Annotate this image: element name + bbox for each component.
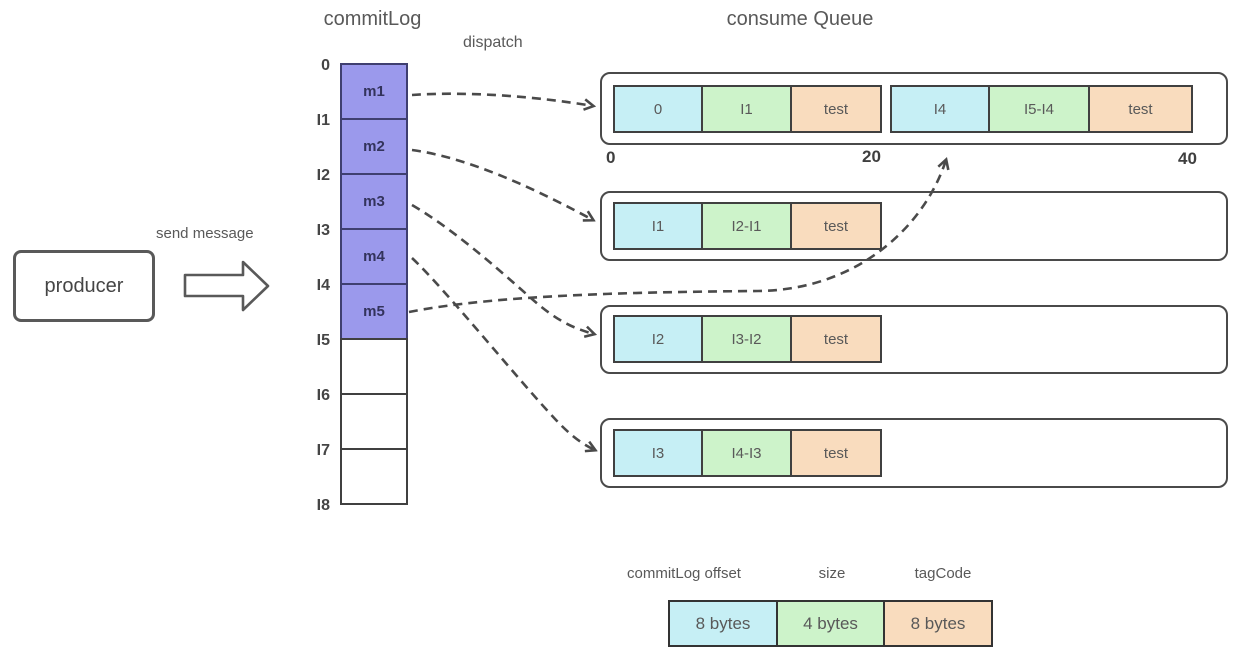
record-tag-cell: test [790, 85, 882, 133]
commitlog-offset-i3: I3 [316, 222, 330, 239]
queue-scale-20: 20 [862, 147, 881, 166]
dispatch-arrow-m3-to-queue3-icon [411, 203, 594, 334]
dispatch-label: dispatch [463, 34, 523, 51]
legend-cell-size-bytes: 4 bytes [775, 600, 886, 647]
commitlog-offset-i1: I1 [316, 112, 330, 129]
commitlog-empty-cell [340, 448, 408, 505]
commitlog-empty-cell [340, 393, 408, 450]
legend-cell-offset-bytes: 8 bytes [668, 600, 778, 647]
record-offset-cell: 0 [613, 85, 703, 133]
record-tag-cell: test [790, 202, 882, 250]
legend-header-tagcode: tagCode [914, 565, 972, 582]
record-size-cell: I4-I3 [701, 429, 792, 477]
consume-queue-row-1: 0 I1 test I4 I5-I4 test [600, 72, 1228, 145]
queue-record: 0 I1 test [613, 85, 882, 133]
legend-header-commitlog-offset: commitLog offset [627, 565, 741, 582]
record-offset-cell: I2 [613, 315, 703, 363]
record-tag-cell: test [1088, 85, 1193, 133]
commitlog-offset-i6: I6 [316, 387, 330, 404]
queue-record: I1 I2-I1 test [613, 202, 882, 250]
dispatch-arrow-m2-to-queue2-icon [411, 148, 593, 220]
commitlog-offset-0: 0 [321, 57, 330, 74]
commitlog-title: commitLog [323, 8, 422, 30]
send-message-arrow-icon [183, 260, 270, 312]
send-message-label: send message [156, 225, 254, 242]
commitlog-offset-i8: I8 [316, 497, 330, 514]
consume-queue-row-2: I1 I2-I1 test [600, 191, 1228, 261]
record-tag-cell: test [790, 315, 882, 363]
record-tag-cell: test [790, 429, 882, 477]
dispatch-arrow-m4-to-queue4-icon [411, 257, 595, 450]
commitlog-offset-i7: I7 [316, 442, 330, 459]
commitlog-offset-i5: I5 [316, 332, 330, 349]
commitlog-empty-cell [340, 338, 408, 395]
record-size-cell: I5-I4 [988, 85, 1090, 133]
consume-queue-row-4: I3 I4-I3 test [600, 418, 1228, 488]
legend-cell-tag-bytes: 8 bytes [883, 600, 993, 647]
record-size-cell: I1 [701, 85, 792, 133]
producer-label: producer [44, 274, 124, 297]
producer-box: producer [13, 250, 155, 322]
commitlog-cell-m3: m3 [340, 173, 408, 230]
queue-scale-40: 40 [1178, 149, 1197, 168]
queue-record: I3 I4-I3 test [613, 429, 882, 477]
legend-header-size: size [818, 565, 846, 582]
dispatch-arrow-m1-to-queue1-icon [411, 92, 593, 106]
record-offset-cell: I4 [890, 85, 990, 133]
commitlog-offset-i2: I2 [316, 167, 330, 184]
commitlog-cell-m4: m4 [340, 228, 408, 285]
legend: 8 bytes 4 bytes 8 bytes [668, 600, 993, 647]
queue-record: I2 I3-I2 test [613, 315, 882, 363]
commitlog-cell-m5: m5 [340, 283, 408, 340]
record-offset-cell: I1 [613, 202, 703, 250]
queue-scale-0: 0 [606, 148, 616, 167]
commitlog-cell-m1: m1 [340, 63, 408, 120]
commitlog-column: m1 m2 m3 m4 m5 [340, 63, 408, 507]
consume-queue-row-3: I2 I3-I2 test [600, 305, 1228, 374]
queue-record: I4 I5-I4 test [890, 85, 1193, 133]
record-size-cell: I3-I2 [701, 315, 792, 363]
consume-queue-title: consume Queue [726, 8, 874, 30]
record-offset-cell: I3 [613, 429, 703, 477]
record-size-cell: I2-I1 [701, 202, 792, 250]
commitlog-cell-m2: m2 [340, 118, 408, 175]
commitlog-offset-i4: I4 [316, 277, 330, 294]
